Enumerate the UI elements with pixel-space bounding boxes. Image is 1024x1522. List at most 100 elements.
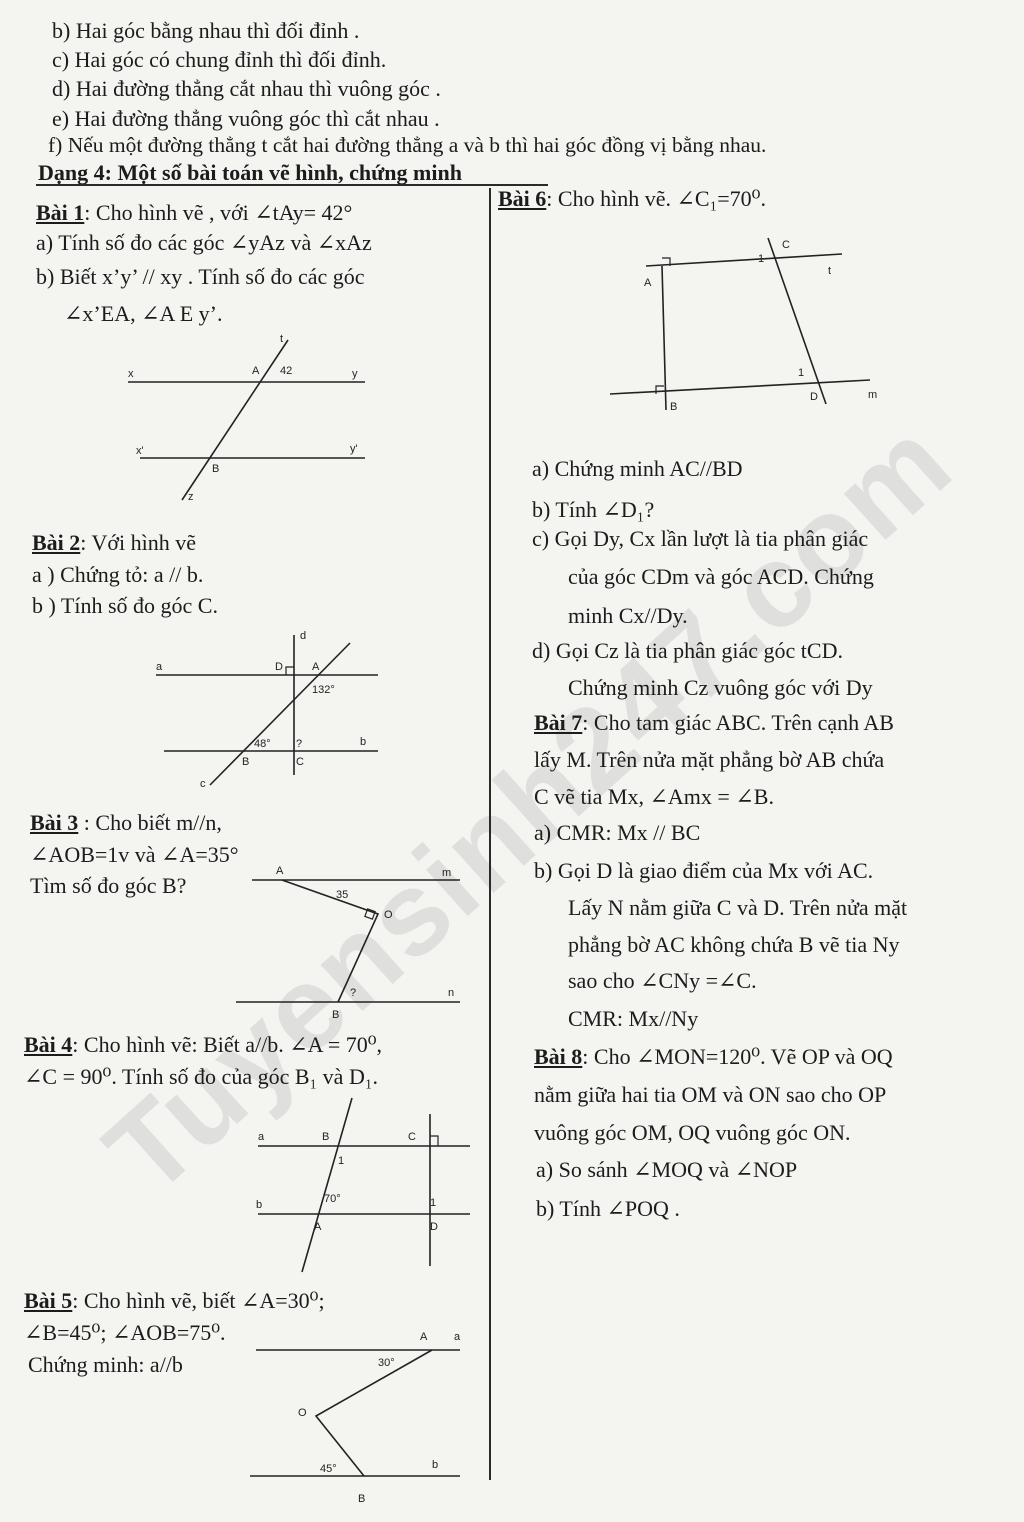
bai6-question-c2: của góc CDm và góc ACD. Chứng [568, 564, 874, 589]
bai5-line3: Chứng minh: a//b [28, 1352, 183, 1377]
label-A: A [252, 365, 260, 377]
label-A: A [644, 277, 652, 289]
label-B: B [332, 1009, 339, 1021]
label-D: D [275, 661, 283, 673]
label-angle-48: 48° [254, 738, 271, 750]
label-A: A [314, 1221, 322, 1233]
label-B: B [242, 756, 249, 768]
column-divider [489, 188, 491, 1480]
label-t: t [828, 265, 831, 277]
bai7-heading: Bài 7: Cho tam giác ABC. Trên cạnh AB [534, 710, 894, 736]
label-A: A [276, 865, 284, 877]
section-title: Dạng 4: Một số bài toán vẽ hình, chứng m… [38, 160, 462, 185]
right-angle-A [662, 257, 671, 266]
label-O: O [298, 1407, 307, 1419]
label-angle-132: 132° [312, 684, 335, 696]
bai8-line2: nằm giữa hai tia OM và ON sao cho OP [534, 1082, 887, 1107]
bai2-figure: d a D A 132° 48° ? b B C c [150, 625, 390, 800]
bai7-label: Bài 7 [534, 710, 583, 735]
bai1-text: : Cho hình vẽ , với ∠tAy= 42° [84, 200, 353, 225]
line-tz [181, 339, 289, 501]
bai2-question-b: b ) Tính số đo góc C. [32, 593, 218, 618]
bai6-heading: Bài 6: Cho hình vẽ. ∠C₁=70⁰. [498, 186, 766, 212]
bai3-figure: A m 35 O ? n B [232, 862, 472, 1027]
intro-item-b: b) Hai góc bằng nhau thì đối đỉnh . [52, 18, 360, 43]
bai7-line3: C vẽ tia Mx, ∠Amx = ∠B. [534, 784, 774, 809]
bai5-text: : Cho hình vẽ, biết ∠A=30⁰; [72, 1288, 325, 1313]
line-t [645, 253, 843, 267]
label-D: D [810, 391, 818, 403]
bai4-line2: ∠C = 90⁰. Tính số đo của góc B₁ và D₁. [24, 1064, 379, 1089]
bai8-heading: Bài 8: Cho ∠MON=120⁰. Vẽ OP và OQ [534, 1044, 893, 1070]
bai7-question-b4: sao cho ∠CNy =∠C. [568, 968, 757, 993]
label-C: C [782, 239, 790, 251]
label-C1: 1 [758, 253, 764, 265]
label-D1: 1 [430, 1197, 436, 1209]
intro-item-f: f) Nếu một đường thẳng t cắt hai đường t… [48, 133, 767, 157]
bai5-heading: Bài 5: Cho hình vẽ, biết ∠A=30⁰; [24, 1288, 325, 1314]
bai5-label: Bài 5 [24, 1288, 73, 1313]
label-b: b [256, 1199, 262, 1211]
bai7-text: : Cho tam giác ABC. Trên cạnh AB [582, 710, 894, 735]
label-a: a [454, 1331, 461, 1343]
bai5-line2: ∠B=45⁰; ∠AOB=75⁰. [24, 1320, 226, 1345]
bai4-heading: Bài 4: Cho hình vẽ: Biết a//b. ∠A = 70⁰, [24, 1032, 382, 1058]
line-AB [661, 265, 667, 411]
line-c [209, 642, 351, 786]
label-m: m [442, 867, 451, 879]
right-angle-C [430, 1135, 439, 1146]
bai2-heading: Bài 2: Với hình vẽ [32, 530, 196, 556]
line-CD [767, 237, 827, 405]
right-angle-O [364, 908, 376, 920]
bai3-label: Bài 3 [30, 810, 79, 835]
label-B: B [212, 463, 219, 475]
line-m [609, 379, 871, 395]
label-x: x [128, 368, 134, 380]
label-angle-70: 70° [324, 1193, 341, 1205]
bai1-question-b1: b) Biết x’y’ // xy . Tính số đo các góc [36, 264, 365, 289]
label-C: C [296, 756, 304, 768]
bai8-question-b: b) Tính ∠POQ . [536, 1196, 680, 1221]
label-question: ? [296, 738, 302, 750]
right-angle-D [285, 666, 294, 675]
label-A: A [312, 661, 320, 673]
label-angle-30: 30° [378, 1357, 395, 1369]
bai3-heading: Bài 3 : Cho biết m//n, [30, 810, 222, 836]
bai4-label: Bài 4 [24, 1032, 73, 1057]
label-b: b [360, 736, 366, 748]
bai8-label: Bài 8 [534, 1044, 583, 1069]
label-C: C [408, 1131, 416, 1143]
bai7-question-a: a) CMR: Mx // BC [534, 820, 701, 845]
bai3-text: : Cho biết m//n, [78, 810, 222, 835]
bai5-figure: A a 30° O 45° b B [246, 1320, 476, 1515]
label-B1: 1 [338, 1155, 344, 1167]
label-O: O [384, 909, 393, 921]
label-angle-42: 42 [280, 365, 292, 377]
bai6-question-c1: c) Gọi Dy, Cx lần lượt là tia phân giác [532, 526, 869, 551]
label-n: n [448, 987, 454, 999]
label-z: z [188, 491, 194, 503]
label-B: B [670, 401, 677, 413]
label-angle-45: 45° [320, 1463, 337, 1475]
label-d: d [300, 630, 306, 642]
bai7-question-b5: CMR: Mx//Ny [568, 1006, 699, 1031]
bai6-question-d2: Chứng minh Cz vuông góc với Dy [568, 675, 873, 700]
label-B: B [322, 1131, 329, 1143]
bai4-text: : Cho hình vẽ: Biết a//b. ∠A = 70⁰, [72, 1032, 383, 1057]
bai2-label: Bài 2 [32, 530, 81, 555]
bai7-question-b2: Lấy N nằm giữa C và D. Trên nửa mặt [568, 895, 908, 920]
label-t: t [280, 333, 283, 345]
bai6-question-d1: d) Gọi Cz là tia phân giác góc tCD. [532, 638, 843, 663]
path-AOB [281, 879, 380, 1003]
label-b: b [432, 1459, 438, 1471]
intro-item-c: c) Hai góc có chung đỉnh thì đối đỉnh. [52, 47, 387, 72]
label-question: ? [350, 987, 356, 999]
bai6-question-b: b) Tính ∠D₁? [532, 497, 655, 522]
intro-item-d: d) Hai đường thẳng cắt nhau thì vuông gó… [52, 76, 441, 101]
label-D1: 1 [798, 367, 804, 379]
bai3-line3: Tìm số đo góc B? [30, 873, 187, 898]
label-y2: y' [350, 443, 358, 455]
label-c: c [200, 778, 206, 790]
section-underline [36, 184, 548, 186]
line-BA [301, 1097, 353, 1273]
